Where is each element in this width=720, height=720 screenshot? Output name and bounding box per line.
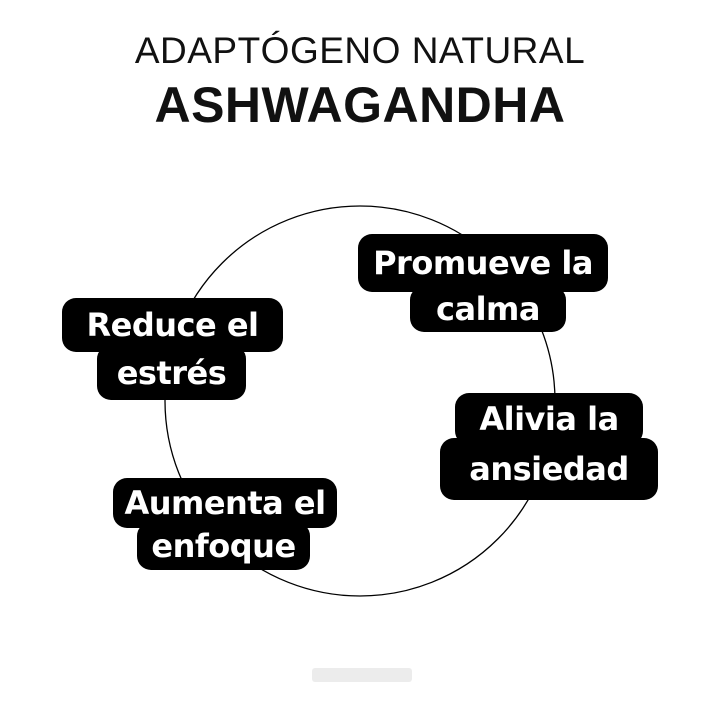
subtitle: ADAPTÓGENO NATURAL <box>134 30 586 71</box>
benefit-line: estrés <box>97 345 246 400</box>
benefit-line: ansiedad <box>440 438 658 500</box>
benefit-line: Reduce el <box>62 298 283 352</box>
benefit-line: Promueve la <box>358 234 608 292</box>
benefit-line: calma <box>410 286 566 332</box>
benefit-line: Aumenta el <box>113 478 337 528</box>
benefit-line: enfoque <box>137 522 310 570</box>
blurred-footer-mark <box>312 668 412 682</box>
title: ASHWAGANDHA <box>154 77 566 133</box>
benefit-line: Alivia la <box>455 393 643 445</box>
